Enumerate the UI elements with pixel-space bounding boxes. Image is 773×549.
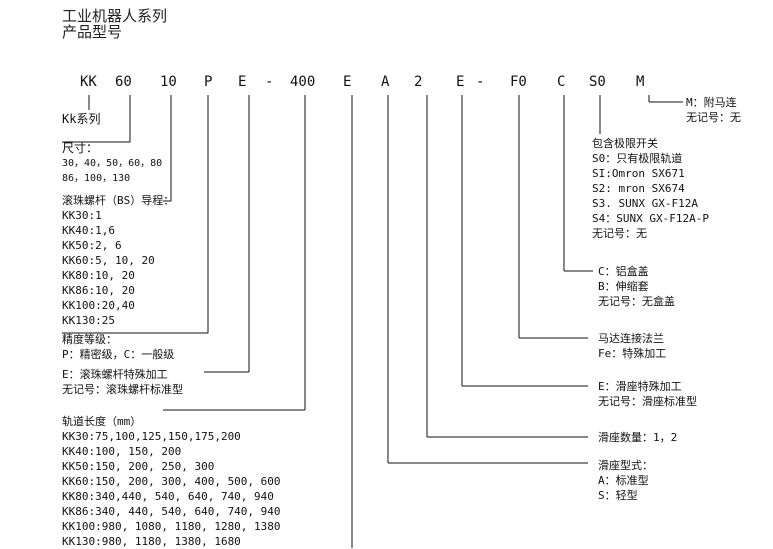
size-title: 尺寸： <box>62 141 99 155</box>
title-line-1: 工业机器人系列 <box>62 7 168 25</box>
code-dash-1: - <box>265 74 274 90</box>
lead-row: KK60:5, 10, 20 <box>62 254 155 267</box>
flange-title: 马达连接法兰 <box>598 332 664 345</box>
rail-length-row: KK50:150, 200, 250, 300 <box>62 460 215 473</box>
size-values-1: 30，40，50，60，80 <box>62 158 163 169</box>
flange-special: Fe：特殊加工 <box>598 347 667 360</box>
rail-length-row: KK60:150, 200, 300, 400, 500, 600 <box>62 475 281 488</box>
precision-title: 精度等级： <box>62 333 117 346</box>
code-limit-switch: S0 <box>589 74 606 90</box>
lead-row: KK80:10, 20 <box>62 269 135 282</box>
limit-switch-row: S3. SUNX GX-F12A <box>592 197 698 210</box>
precision-label: 精度等级： P：精密级，C：一般级 <box>62 332 174 362</box>
lead-row: KK40:1,6 <box>62 224 115 237</box>
slider-type-light: S：轻型 <box>598 489 638 502</box>
size-values-2: 86，100，130 <box>62 173 131 184</box>
code-slider-process-mark: E <box>343 74 352 90</box>
code-dash-2: - <box>476 74 485 90</box>
slider-type-standard: A：标准型 <box>598 474 649 487</box>
lead-label: 滚珠螺杆（BS）导程： KK30:1 KK40:1,6 KK50:2, 6 KK… <box>62 193 174 328</box>
page-title: 工业机器人系列 产品型号 <box>62 8 167 40</box>
rail-length-label: 轨道长度（mm） KK30:75,100,125,150,175,200 KK4… <box>62 414 281 549</box>
limit-switch-row: S4：SUNX GX-F12A-P <box>592 212 709 225</box>
code-slider-qty: 2 <box>414 74 423 90</box>
rail-length-row: KK130:980, 1180, 1380, 1680 <box>62 535 241 548</box>
motor-option: M：附马连 <box>686 96 737 109</box>
slider-process-special: E：滑座特殊加工 <box>598 380 682 393</box>
lead-row: KK130:25 <box>62 314 115 327</box>
limit-switch-row: SI:Omron SX671 <box>592 167 685 180</box>
code-lead: 10 <box>160 74 177 90</box>
rail-length-row: KK86:340, 440, 540, 640, 740, 940 <box>62 505 281 518</box>
lead-row: KK86:10, 20 <box>62 284 135 297</box>
rail-length-row: KK40:100, 150, 200 <box>62 445 182 458</box>
lead-row: KK30:1 <box>62 209 102 222</box>
code-slider-process: E <box>456 74 465 90</box>
cover-none: 无记号：无盒盖 <box>598 295 675 308</box>
cover-bellows: B：伸缩套 <box>598 280 649 293</box>
precision-values: P：精密级，C：一般级 <box>62 348 175 361</box>
flange-label: 马达连接法兰 Fe：特殊加工 <box>598 331 666 361</box>
code-screw-process: E <box>238 74 247 90</box>
rail-length-row: KK80:340,440, 540, 640, 740, 940 <box>62 490 274 503</box>
slider-process-label: E：滑座特殊加工 无记号：滑座标准型 <box>598 379 697 409</box>
motor-label: M：附马连 无记号：无 <box>686 95 741 125</box>
cover-label: C：铝盒盖 B：伸缩套 无记号：无盒盖 <box>598 264 675 309</box>
slider-type-label: 滑座型式： A：标准型 S：轻型 <box>598 458 653 503</box>
rail-length-row: KK30:75,100,125,150,175,200 <box>62 430 241 443</box>
slider-process-standard: 无记号：滑座标准型 <box>598 395 697 408</box>
cover-aluminum: C：铝盒盖 <box>598 265 649 278</box>
code-slider-type: A <box>381 74 390 90</box>
limit-switch-row: S2: mron SX674 <box>592 182 685 195</box>
code-rail-length: 400 <box>290 74 316 90</box>
code-cover: C <box>557 74 566 90</box>
lead-title: 滚珠螺杆（BS）导程： <box>62 194 175 207</box>
limit-switch-title: 包含极限开关 <box>592 137 658 150</box>
code-motor: M <box>636 74 645 90</box>
limit-switch-row: S0：只有极限轨道 <box>592 152 683 165</box>
screw-process-label: E：滚珠螺杆特殊加工 无记号：滚珠螺杆标准型 <box>62 367 183 397</box>
limit-switch-row: 无记号：无 <box>592 227 647 240</box>
limit-switch-label: 包含极限开关 S0：只有极限轨道 SI:Omron SX671 S2: mron… <box>592 136 709 241</box>
screw-process-standard: 无记号：滚珠螺杆标准型 <box>62 383 183 396</box>
motor-none: 无记号：无 <box>686 111 741 124</box>
code-flange: F0 <box>510 74 527 90</box>
screw-process-special: E：滚珠螺杆特殊加工 <box>62 368 168 381</box>
lead-row: KK50:2, 6 <box>62 239 122 252</box>
lead-row: KK100:20,40 <box>62 299 135 312</box>
code-precision: P <box>204 74 213 90</box>
slider-qty-label: 滑座数量：1，2 <box>598 431 678 444</box>
title-line-2: 产品型号 <box>62 23 123 41</box>
code-size: 60 <box>115 74 132 90</box>
rail-length-row: KK100:980, 1080, 1180, 1280, 1380 <box>62 520 281 533</box>
slider-type-title: 滑座型式： <box>598 459 653 472</box>
size-label: 尺寸： 30，40，50，60，80 86，100，130 <box>62 141 162 186</box>
rail-length-title: 轨道长度（mm） <box>62 415 142 428</box>
series-label: Kk系列 <box>62 112 101 126</box>
code-series: KK <box>80 74 97 90</box>
